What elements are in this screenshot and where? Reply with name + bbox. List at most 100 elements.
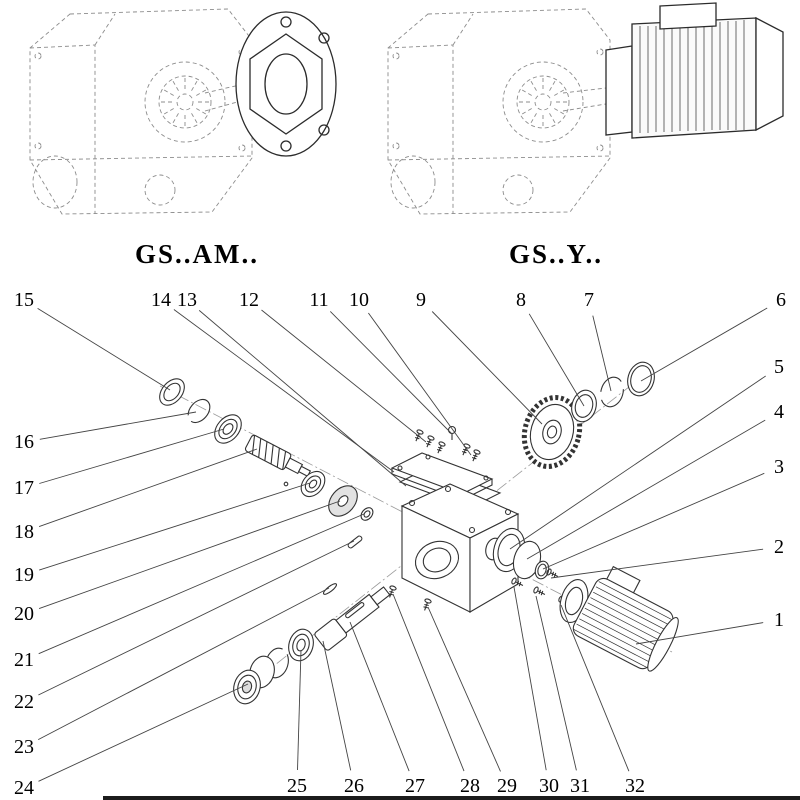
callout-leader-19 (39, 482, 311, 571)
callout-number-19: 19 (14, 564, 34, 586)
callout-leader-15 (37, 308, 171, 391)
callout-leader-27 (349, 621, 410, 772)
callout-number-14: 14 (151, 289, 171, 311)
callout-leader-31 (535, 595, 577, 771)
part-pin-small (283, 481, 289, 487)
callout-number-28: 28 (460, 775, 480, 797)
callout-number-21: 21 (14, 649, 34, 671)
callout-leader-28 (392, 593, 465, 772)
callout-leader-25 (297, 649, 302, 771)
callout-leader-2 (550, 548, 764, 579)
gearbox-drawing-gs-y (387, 2, 784, 215)
part-bolt-motor-3 (532, 585, 547, 598)
callout-number-17: 17 (14, 477, 34, 499)
callout-number-2: 2 (774, 536, 784, 558)
part-cover-screw-4 (459, 442, 472, 457)
callout-leader-3 (542, 472, 765, 570)
callout-number-11: 11 (309, 289, 328, 311)
callout-number-29: 29 (497, 775, 517, 797)
callout-leader-20 (38, 500, 341, 610)
callout-leader-30 (513, 586, 547, 771)
callout-number-31: 31 (570, 775, 590, 797)
exploded-view: 1234567891011121314151617181920212223242… (14, 289, 786, 799)
part-cover-screw-5 (469, 448, 482, 463)
callout-number-8: 8 (516, 289, 526, 311)
part-key (347, 535, 363, 549)
part-bearing-worm (300, 470, 326, 498)
callout-leader-12 (261, 309, 427, 443)
callout-leader-32 (560, 604, 630, 772)
callout-number-32: 32 (625, 775, 645, 797)
part-bearing-input (214, 414, 242, 444)
callout-leader-4 (526, 419, 766, 560)
callout-number-18: 18 (14, 521, 34, 543)
callout-leader-22 (38, 540, 355, 696)
part-snap-ring-output (600, 376, 624, 408)
part-seal-ring-output-top (627, 361, 655, 397)
callout-leader-18 (38, 448, 258, 528)
part-spacer-oval (360, 507, 374, 521)
part-worm-shaft (244, 434, 312, 478)
input-boss-drawing-right (502, 61, 584, 143)
part-housing-screw-2 (421, 597, 433, 613)
motor-drawing (605, 2, 784, 139)
callout-leader-7 (592, 315, 612, 392)
part-washer-disc (328, 485, 358, 517)
callout-number-5: 5 (774, 356, 784, 378)
callout-leader-5 (509, 375, 766, 550)
callout-number-20: 20 (14, 603, 34, 625)
callout-leader-1 (635, 622, 764, 645)
callout-leader-6 (640, 307, 768, 382)
callout-number-30: 30 (539, 775, 559, 797)
part-oil-seal-output (233, 669, 261, 705)
callout-leader-13 (198, 310, 407, 487)
callout-number-15: 15 (14, 289, 34, 311)
part-small-ring (534, 560, 550, 580)
callout-leader-26 (322, 640, 352, 771)
part-pin (322, 583, 338, 595)
callout-number-16: 16 (14, 431, 34, 453)
callout-number-22: 22 (14, 691, 34, 713)
output-flange-drawing (235, 11, 337, 157)
page-edge-rule (103, 796, 800, 800)
callout-leader-14 (173, 309, 395, 473)
callout-leader-16 (39, 411, 197, 440)
callout-number-26: 26 (344, 775, 364, 797)
part-motor-exploded (559, 565, 679, 672)
callout-number-25: 25 (287, 775, 307, 797)
input-boss-drawing (144, 61, 226, 143)
callout-leader-23 (37, 587, 330, 740)
part-cover-screw-3 (434, 440, 447, 455)
part-bearing-output (288, 628, 314, 662)
callout-leader-10 (368, 312, 472, 456)
callout-number-10: 10 (349, 289, 369, 311)
callout-leader-11 (329, 311, 453, 435)
callout-leader-8 (528, 313, 585, 407)
callout-number-13: 13 (177, 289, 197, 311)
callout-number-4: 4 (774, 401, 784, 423)
part-seal-ring-input (159, 378, 185, 406)
callout-leader-21 (38, 513, 365, 655)
callout-number-3: 3 (774, 456, 784, 478)
callout-leader-24 (38, 683, 249, 782)
part-output-gear (521, 395, 583, 469)
callout-leader-17 (39, 428, 225, 484)
callout-number-27: 27 (405, 775, 425, 797)
callout-number-9: 9 (416, 289, 426, 311)
callout-leader-29 (427, 606, 501, 772)
callout-number-6: 6 (776, 289, 786, 311)
gearbox-drawing-gs-am (29, 8, 337, 215)
callout-number-1: 1 (774, 609, 784, 631)
part-output-shaft (314, 586, 391, 651)
callout-number-24: 24 (14, 777, 34, 799)
callout-number-12: 12 (239, 289, 259, 311)
callout-leader-9 (431, 311, 543, 425)
variant-label-gs-y: GS..Y.. (509, 239, 603, 269)
part-housing (400, 483, 520, 613)
part-snap-ring-input (187, 398, 211, 424)
callout-number-23: 23 (14, 736, 34, 758)
callout-number-7: 7 (584, 289, 594, 311)
